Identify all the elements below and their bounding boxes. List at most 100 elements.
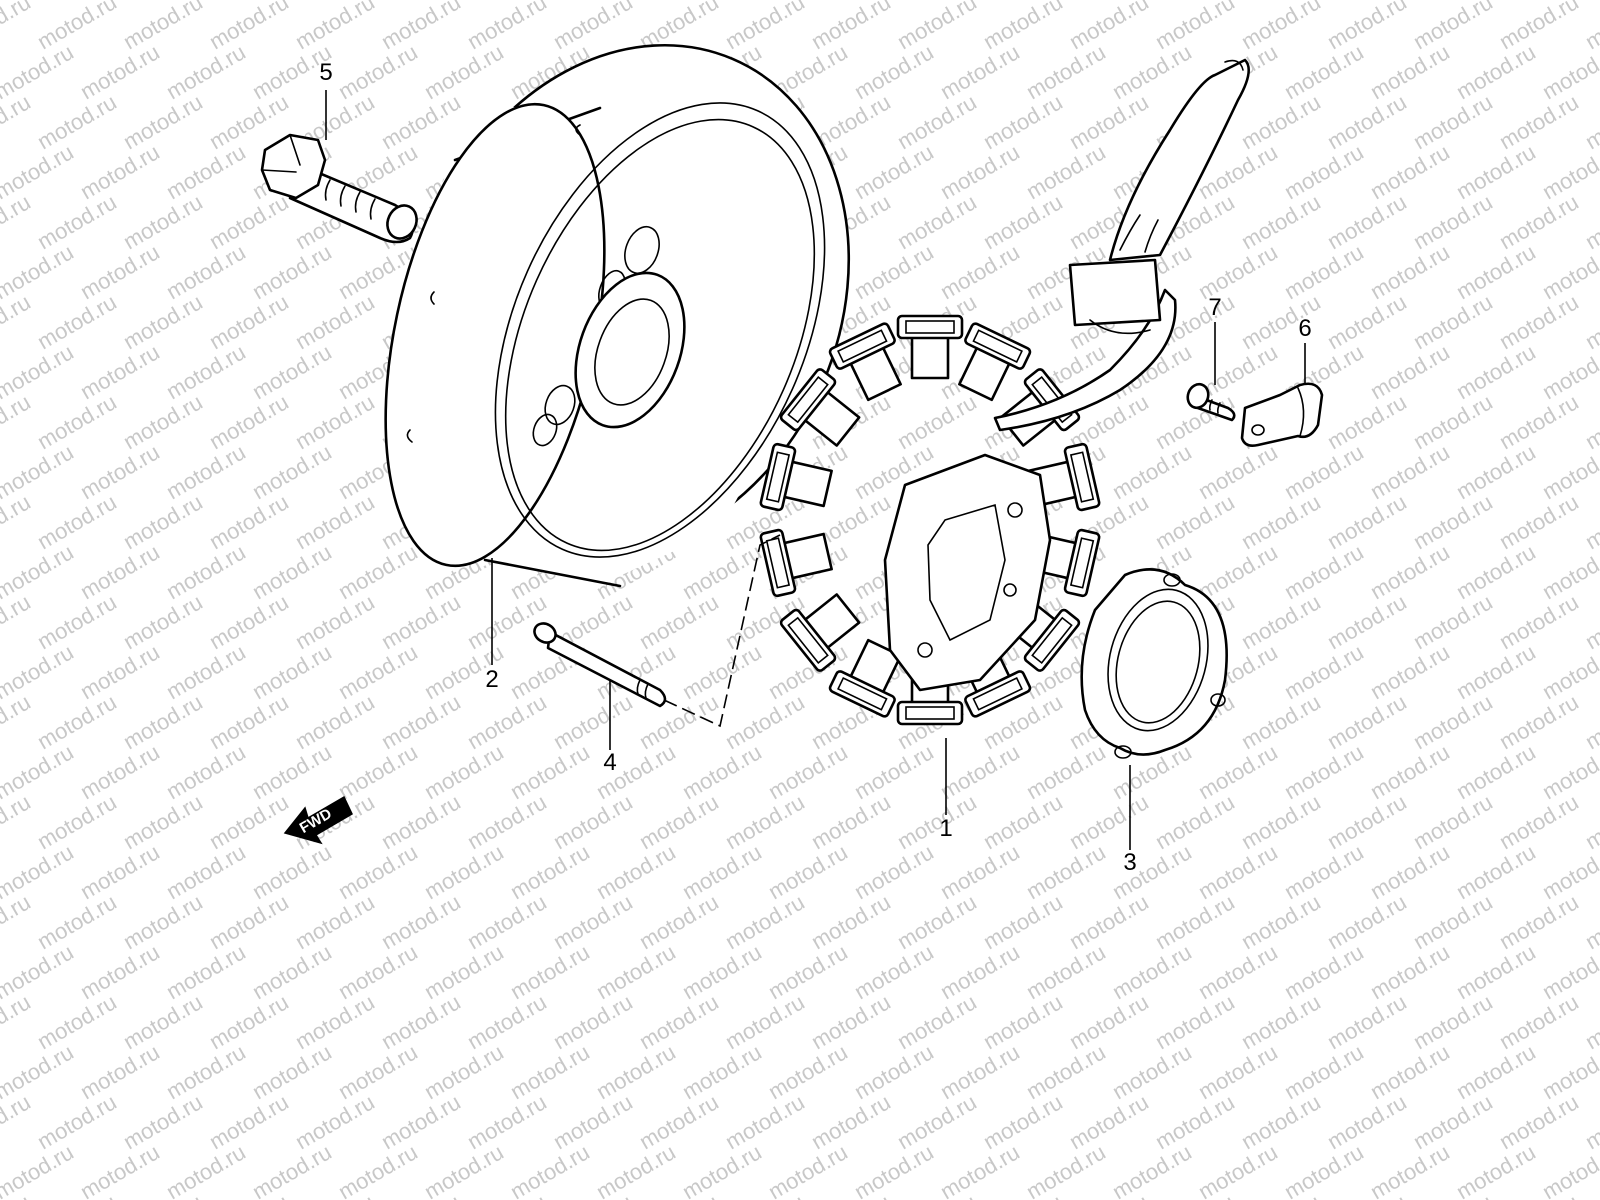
- watermark-text: motod.ru: [119, 1189, 207, 1200]
- watermark-text: motod.ru: [1452, 839, 1540, 904]
- watermark-text: motod.ru: [506, 839, 594, 904]
- watermark-text: motod.ru: [291, 589, 379, 654]
- watermark-text: motod.ru: [33, 289, 121, 354]
- watermark-text: motod.ru: [33, 889, 121, 954]
- watermark-text: motod.ru: [936, 139, 1024, 204]
- watermark-text: motod.ru: [420, 739, 508, 804]
- watermark-text: motod.ru: [377, 589, 465, 654]
- watermark-text: motod.ru: [635, 1089, 723, 1154]
- watermark-text: motod.ru: [1366, 539, 1454, 604]
- watermark-text: motod.ru: [205, 889, 293, 954]
- watermark-text: motod.ru: [248, 439, 336, 504]
- watermark-text: motod.ru: [1366, 339, 1454, 404]
- gasket-part: [1080, 568, 1228, 759]
- watermark-text: motod.ru: [592, 1039, 680, 1104]
- watermark-text: motod.ru: [1323, 389, 1411, 454]
- watermark-text: motod.ru: [1409, 1089, 1497, 1154]
- watermark-text: motod.ru: [1237, 189, 1325, 254]
- watermark-text: motod.ru: [1280, 739, 1368, 804]
- watermark-text: motod.ru: [1581, 289, 1600, 354]
- watermark-text: motod.ru: [1409, 389, 1497, 454]
- watermark-text: motod.ru: [893, 989, 981, 1054]
- watermark-text: motod.ru: [1452, 139, 1540, 204]
- watermark-text: motod.ru: [1237, 1089, 1325, 1154]
- long-bolt-part: [533, 622, 667, 708]
- watermark-text: motod.ru: [721, 989, 809, 1054]
- stator-pole: [958, 322, 1032, 402]
- watermark-text: motod.ru: [1194, 239, 1282, 304]
- watermark-text: motod.ru: [1323, 589, 1411, 654]
- watermark-text: motod.ru: [721, 689, 809, 754]
- watermark-text: motod.ru: [377, 989, 465, 1054]
- watermark-text: motod.ru: [291, 989, 379, 1054]
- watermark-text: motod.ru: [1366, 139, 1454, 204]
- watermark-text: motod.ru: [334, 639, 422, 704]
- watermark-text: motod.ru: [205, 589, 293, 654]
- watermark-text: motod.ru: [678, 1139, 766, 1200]
- watermark-text: motod.ru: [334, 939, 422, 1004]
- watermark-text: motod.ru: [1581, 489, 1600, 554]
- watermark-text: motod.ru: [1366, 39, 1454, 104]
- watermark-text: motod.ru: [1366, 239, 1454, 304]
- watermark-text: motod.ru: [1194, 1139, 1282, 1200]
- watermark-text: motod.ru: [33, 89, 121, 154]
- stator-pole: [896, 314, 964, 380]
- watermark-text: motod.ru: [463, 589, 551, 654]
- watermark-text: motod.ru: [807, 1089, 895, 1154]
- watermark-text: motod.ru: [1409, 989, 1497, 1054]
- watermark-text: motod.ru: [420, 839, 508, 904]
- watermark-text: motod.ru: [1452, 739, 1540, 804]
- watermark-text: motod.ru: [1323, 1089, 1411, 1154]
- watermark-text: motod.ru: [162, 439, 250, 504]
- watermark-text: motod.ru: [1108, 939, 1196, 1004]
- watermark-text: motod.ru: [463, 1189, 551, 1200]
- watermark-text: motod.ru: [248, 339, 336, 404]
- watermark-text: motod.ru: [592, 1139, 680, 1200]
- watermark-text: motod.ru: [76, 339, 164, 404]
- watermark-text: motod.ru: [1495, 589, 1583, 654]
- watermark-text: motod.ru: [1194, 1039, 1282, 1104]
- leader-lines: [325, 90, 1306, 850]
- watermark-text: motod.ru: [1280, 439, 1368, 504]
- callout-1: 1: [939, 815, 952, 842]
- watermark-text: motod.ru: [807, 1189, 895, 1200]
- watermark-text: motod.ru: [764, 739, 852, 804]
- watermark-text: motod.ru: [76, 639, 164, 704]
- watermark-text: motod.ru: [0, 0, 35, 54]
- watermark-text: motod.ru: [893, 89, 981, 154]
- watermark-text: motod.ru: [1581, 789, 1600, 854]
- watermark-text: motod.ru: [248, 639, 336, 704]
- watermark-text: motod.ru: [76, 239, 164, 304]
- watermark-text: motod.ru: [592, 939, 680, 1004]
- stator-pole: [828, 322, 902, 402]
- rotor-part: [384, 43, 851, 588]
- watermark-text: motod.ru: [936, 239, 1024, 304]
- watermark-text: motod.ru: [1409, 189, 1497, 254]
- watermark-text: motod.ru: [850, 1139, 938, 1200]
- watermark-text: motod.ru: [1409, 589, 1497, 654]
- watermark-text: motod.ru: [1022, 1139, 1110, 1200]
- watermark-text: motod.ru: [979, 189, 1067, 254]
- watermark-text: motod.ru: [162, 539, 250, 604]
- watermark-text: motod.ru: [0, 689, 35, 754]
- watermark-text: motod.ru: [1194, 439, 1282, 504]
- watermark-text: motod.ru: [1065, 989, 1153, 1054]
- callout-3: 3: [1123, 849, 1136, 876]
- watermark-text: motod.ru: [1022, 739, 1110, 804]
- watermark-text: motod.ru: [1581, 89, 1600, 154]
- watermark-text: motod.ru: [205, 289, 293, 354]
- watermark-text: motod.ru: [1366, 839, 1454, 904]
- watermark-text: motod.ru: [334, 1039, 422, 1104]
- watermark-text: motod.ru: [420, 939, 508, 1004]
- watermark-text: motod.ru: [377, 789, 465, 854]
- watermark-text: motod.ru: [1452, 339, 1540, 404]
- watermark-text: motod.ru: [721, 889, 809, 954]
- watermark-text: motod.ru: [1409, 89, 1497, 154]
- callout-2: 2: [485, 666, 498, 693]
- watermark-text: motod.ru: [33, 589, 121, 654]
- watermark-text: motod.ru: [1409, 789, 1497, 854]
- watermark-text: motod.ru: [162, 739, 250, 804]
- stator-pole: [759, 528, 833, 598]
- watermark-text: motod.ru: [936, 1139, 1024, 1200]
- watermark-text: motod.ru: [721, 1189, 809, 1200]
